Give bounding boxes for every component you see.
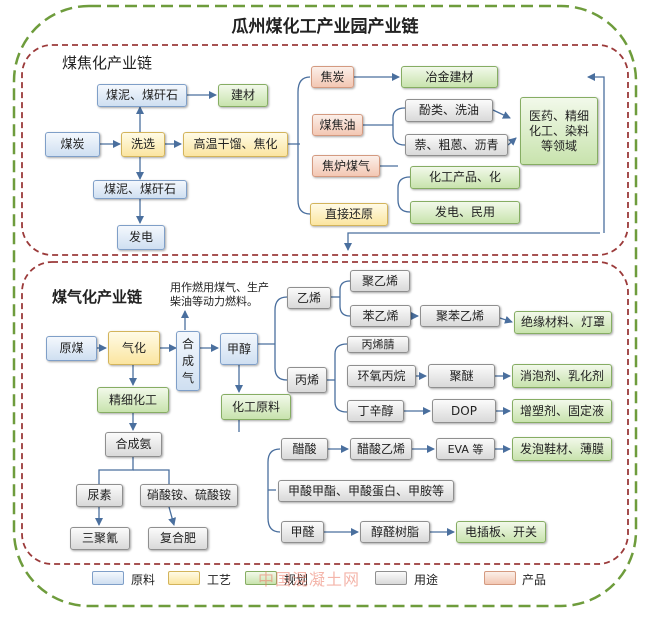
node-styrene: 苯乙烯: [350, 305, 411, 327]
outer-border: [12, 4, 638, 608]
bracket: [297, 76, 311, 215]
node-metallurgy: 冶金建材: [401, 66, 498, 88]
node-epoxy: 环氧丙烷: [347, 365, 416, 387]
gas-section-border: [21, 261, 629, 565]
node-eva: EVA 等: [436, 438, 495, 460]
arrow: [507, 137, 517, 146]
legend-label-raw: 原料: [131, 573, 156, 587]
coking-section-border: [21, 44, 629, 256]
legend-label-use: 用途: [414, 573, 439, 587]
node-foaming-film: 发泡鞋材、薄膜: [512, 437, 612, 461]
diagram-title: 瓜州煤化工产业园产业链: [231, 17, 419, 37]
node-slime-bottom: 煤泥、煤矸石: [93, 180, 187, 199]
node-acrylonitrile: 丙烯腈: [347, 336, 409, 353]
node-dop: DOP: [432, 399, 496, 423]
node-power-civil: 发电、民用: [410, 201, 520, 224]
syngas-char: 合: [181, 336, 194, 351]
node-nitrates: 硝酸铵、硫酸铵: [140, 484, 238, 507]
node-polyether: 聚醚: [428, 364, 495, 388]
legend-swatch-process: [168, 571, 200, 585]
node-methanol: 甲醇: [220, 333, 258, 365]
node-formate: 甲酸甲酯、甲酸蛋白、甲胺等: [278, 480, 454, 502]
node-slime-top: 煤泥、煤矸石: [97, 84, 187, 107]
node-ethylene: 乙烯: [287, 287, 331, 309]
bracket: [392, 107, 406, 146]
arrow: [168, 506, 176, 526]
node-acetic: 醋酸: [281, 438, 328, 460]
bracket: [334, 343, 348, 413]
node-synth-ammonia: 合成氨: [105, 432, 162, 457]
node-building: 建材: [218, 84, 268, 107]
node-coal: 煤炭: [45, 132, 100, 157]
node-phenols: 酚类、洗油: [405, 99, 493, 122]
node-plasticizer: 增塑剂、固定液: [512, 399, 612, 423]
node-gasify: 气化: [108, 331, 160, 365]
node-octanol: 丁辛醇: [347, 400, 404, 422]
gas-section-label: 煤气化产业链: [52, 288, 143, 306]
coking-section-label: 煤焦化产业链: [62, 54, 153, 72]
node-syngas: 合成气: [176, 331, 200, 391]
syngas-char: 成: [181, 353, 194, 368]
node-urea: 尿素: [76, 484, 123, 507]
node-raw-coal: 原煤: [46, 336, 97, 361]
return-line: [587, 73, 605, 233]
node-insulation: 绝缘材料、灯罩: [514, 311, 612, 334]
node-melamine: 三聚氰: [70, 527, 130, 550]
arrow: [499, 315, 513, 324]
legend-label-product: 产品: [522, 573, 547, 587]
node-vinyl-acetate: 醋酸乙烯: [350, 438, 412, 460]
node-plug: 电插板、开关: [456, 521, 546, 543]
legend-swatch-product: [484, 571, 516, 585]
node-power: 发电: [117, 225, 165, 250]
node-foam: 消泡剂、乳化剂: [512, 364, 612, 388]
bracket: [397, 176, 411, 213]
node-phenolic: 醇醛树脂: [360, 521, 430, 543]
node-high-temp: 高温干馏、焦化: [183, 132, 288, 157]
node-pe: 聚乙烯: [350, 270, 410, 292]
legend-swatch-use: [375, 571, 407, 585]
connector: [98, 457, 134, 484]
node-formaldehyde: 甲醛: [281, 521, 324, 543]
node-direct-reduction: 直接还原: [310, 203, 388, 226]
connector: [133, 469, 170, 484]
node-tar: 煤焦油: [312, 114, 363, 136]
arrow: [492, 109, 511, 119]
node-propylene: 丙烯: [287, 367, 327, 393]
fuel-note: 用作燃用煤气、生产柴油等动力燃料。: [170, 281, 269, 308]
loop-line: [344, 232, 600, 251]
node-chem-raw: 化工原料: [221, 394, 291, 420]
syngas-char: 气: [181, 370, 194, 385]
node-pharma: 医药、精细化工、染料等领域: [520, 97, 598, 165]
legend-label-process: 工艺: [207, 573, 232, 587]
node-chem-products: 化工产品、化: [410, 166, 520, 189]
bracket: [274, 296, 288, 381]
watermark: 中国混凝土网: [258, 570, 361, 589]
node-coke: 焦炭: [311, 66, 354, 88]
bracket: [339, 280, 351, 317]
legend-label-plan: 规划: [284, 573, 309, 587]
node-naphthalene: 萘、粗蒽、沥青: [405, 134, 508, 156]
node-washing: 洗选: [121, 132, 165, 157]
node-ps: 聚苯乙烯: [420, 305, 500, 327]
node-fine-chem: 精细化工: [97, 387, 169, 413]
legend-swatch-raw: [92, 571, 124, 585]
node-compound-fert: 复合肥: [148, 527, 208, 550]
legend-swatch-plan: [245, 571, 277, 585]
node-coke-gas: 焦炉煤气: [312, 155, 380, 177]
